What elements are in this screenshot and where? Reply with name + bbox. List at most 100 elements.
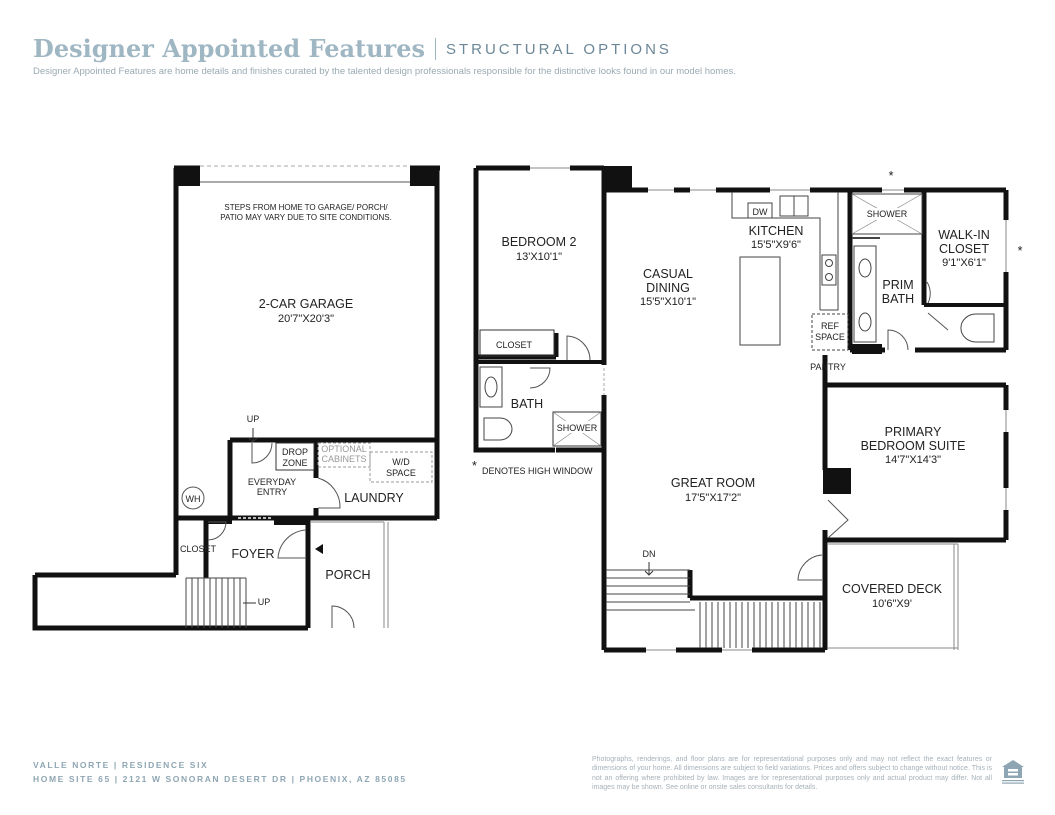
entry-arrow-icon	[315, 544, 323, 554]
entry-door[interactable]	[251, 442, 273, 464]
page-title: Designer Appointed Features	[33, 34, 425, 63]
porch-label: PORCH	[325, 568, 370, 582]
garage-up-label: UP	[247, 414, 260, 424]
suite-column	[823, 468, 851, 494]
primary-toilet-icon	[960, 313, 995, 343]
up-arrow-icon	[248, 428, 258, 443]
title-divider	[434, 38, 436, 60]
suite-door[interactable]	[827, 499, 849, 539]
garage-door[interactable]	[200, 165, 410, 183]
bedroom2-closet-label: CLOSET	[496, 340, 533, 350]
drop-zone-label-2: ZONE	[282, 458, 307, 468]
page-subtitle: Designer Appointed Features are home det…	[33, 66, 736, 77]
primary-shower-label: SHOWER	[867, 209, 908, 219]
walkin-door[interactable]	[926, 281, 931, 306]
equal-housing-icon	[1002, 760, 1024, 784]
casual-dining-dimensions: 15'5"X10'1"	[640, 296, 696, 308]
covered-deck-label: COVERED DECK	[842, 582, 943, 596]
laundry-door[interactable]	[317, 477, 341, 509]
garage-dimensions: 20'7"X20'3"	[278, 313, 334, 325]
walkin-label-2: CLOSET	[939, 242, 989, 256]
bath-door[interactable]	[529, 367, 551, 389]
garage-label: 2-CAR GARAGE	[259, 297, 353, 311]
garage-note-line2: PATIO MAY VARY DUE TO SITE CONDITIONS.	[220, 213, 392, 222]
primary-vanity	[853, 245, 877, 343]
walkin-label-1: WALK-IN	[938, 228, 990, 242]
stairs-down-label: DN	[643, 549, 656, 559]
optional-cabinets-label-1: OPTIONAL	[321, 444, 367, 454]
primary-suite-label-2: BEDROOM SUITE	[861, 439, 966, 453]
great-room-dimensions: 17'5"X17'2"	[685, 492, 741, 504]
toilet-icon	[483, 417, 513, 441]
toilet-room-door[interactable]	[927, 312, 949, 331]
great-room-label: GREAT ROOM	[671, 476, 755, 490]
footer-disclaimer: Photographs, renderings, and floor plans…	[592, 756, 992, 792]
high-window-asterisk: *	[472, 459, 477, 473]
kitchen-island	[739, 256, 781, 346]
front-door[interactable]	[277, 529, 307, 559]
pantry-label: PANTRY	[810, 362, 846, 372]
drop-zone-label-1: DROP	[282, 447, 308, 457]
cooktop-icon	[821, 254, 837, 286]
bedroom2-label: BEDROOM 2	[501, 235, 576, 249]
closet-wall-block	[204, 516, 232, 524]
primary-suite-label-1: PRIMARY	[885, 425, 942, 439]
prim-bath-label-1: PRIM	[882, 278, 913, 292]
covered-deck-outline	[828, 543, 959, 650]
foyer-up-label: UP	[258, 597, 271, 607]
prim-bath-wall-block	[852, 344, 882, 354]
page-header: Designer Appointed Features STRUCTURAL OP…	[33, 34, 672, 63]
dishwasher-label: DW	[753, 207, 768, 217]
bedroom2-door[interactable]	[566, 335, 591, 361]
main-house-walls	[473, 165, 1009, 653]
bedroom2-dimensions: 13'X10'1"	[516, 251, 562, 263]
foyer-label: FOYER	[231, 547, 274, 561]
bath-label: BATH	[511, 397, 543, 411]
porch-outline	[310, 521, 389, 628]
wd-space-label-2: SPACE	[386, 468, 416, 478]
bath-shower-label: SHOWER	[557, 423, 598, 433]
closet-door[interactable]	[207, 521, 227, 541]
deck-door[interactable]	[797, 554, 823, 581]
window-glass	[530, 167, 1007, 651]
kitchen-dimensions: 15'5"X9'6"	[751, 239, 801, 251]
shower-high-window-asterisk: *	[889, 169, 894, 183]
kitchen-label: KITCHEN	[749, 224, 804, 238]
down-arrow-icon	[644, 562, 654, 576]
section-title: STRUCTURAL OPTIONS	[445, 41, 672, 58]
prim-bath-label-2: BATH	[882, 292, 914, 306]
drop-zone-box	[275, 442, 315, 471]
casual-dining-label-2: DINING	[646, 281, 690, 295]
garage-column-right	[410, 166, 438, 186]
foyer-stairs	[185, 577, 247, 628]
ref-space-label-2: SPACE	[815, 332, 845, 342]
porch-door[interactable]	[331, 605, 355, 629]
kitchen-counters	[731, 192, 839, 311]
foyer-closet-label: CLOSET	[180, 544, 217, 554]
high-window-note: DENOTES HIGH WINDOW	[482, 466, 593, 476]
bedroom2-closet-box	[479, 329, 555, 357]
walkin-dimensions: 9'1"X6'1"	[942, 257, 986, 269]
water-heater-label: WH	[186, 494, 201, 504]
everyday-entry-label-2: ENTRY	[257, 487, 287, 497]
optional-cabinets-box	[317, 442, 371, 468]
wd-space-box	[369, 451, 433, 483]
water-heater-icon	[181, 486, 205, 510]
ref-space-box	[811, 313, 849, 351]
prim-bath-door[interactable]	[887, 329, 909, 351]
lower-stairs	[699, 602, 821, 648]
bath-shower-box	[552, 411, 602, 447]
bath-vanity	[479, 366, 503, 408]
primary-suite-dimensions: 14'7"X14'3"	[885, 454, 941, 466]
ref-space-label-1: REF	[821, 321, 840, 331]
everyday-entry-label-1: EVERYDAY	[248, 477, 296, 487]
wd-space-label-1: W/D	[392, 457, 410, 467]
covered-deck-dimensions: 10'6"X9'	[872, 598, 912, 610]
foyer-wall-block	[274, 516, 310, 525]
casual-dining-label-1: CASUAL	[643, 267, 693, 281]
closet-high-window-asterisk: *	[1018, 244, 1023, 258]
main-column	[604, 166, 632, 190]
laundry-label: LAUNDRY	[344, 491, 404, 505]
garage-column-left	[174, 166, 200, 186]
